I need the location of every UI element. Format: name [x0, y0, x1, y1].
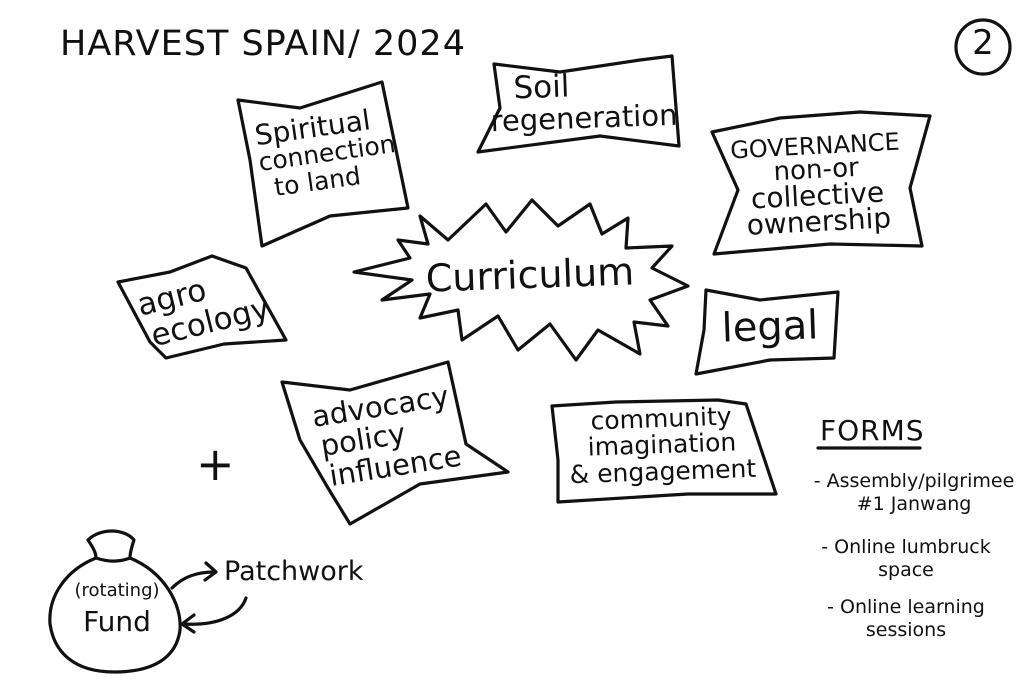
plus-sign: + [196, 437, 235, 491]
community-banner-shape [550, 398, 778, 504]
spiritual-flag-shape [236, 80, 410, 248]
page-title: HARVEST SPAIN/ 2024 [60, 24, 466, 64]
agro-flag-shape [116, 254, 288, 360]
advocacy-flag-shape [280, 360, 510, 526]
topic-governance: GOVERNANCE non-or collective ownership [719, 128, 914, 242]
topic-soil-line-2: regeneration [490, 97, 678, 138]
arrow-head-right [203, 561, 218, 582]
fund-pot-shape [48, 529, 182, 674]
topic-legal: legal [720, 302, 820, 352]
forms-item-2-line-2: space [878, 558, 934, 581]
legal-box-shape [694, 288, 840, 376]
page-number: 2 [972, 23, 994, 63]
forms-item-2-line-1: - Online lumbruck [821, 536, 991, 558]
forms-item-1-line-2: #1 Janwang [856, 492, 972, 515]
forms-item-1: - Assembly/pilgrimee #1 Janwang [808, 470, 1020, 515]
fund-pot-rim [94, 556, 132, 563]
center-curriculum: Curriculum [425, 249, 635, 301]
fund-label: (rotating) Fund [62, 580, 172, 638]
topic-soil: Soil regeneration [489, 67, 678, 138]
topic-community: community imagination & engagement [563, 402, 762, 489]
arrow-head-left [180, 613, 196, 634]
arrow-fund-to-patchwork [170, 570, 216, 590]
page-number-circle [954, 18, 1012, 76]
fund-label-line-1: (rotating) [74, 580, 160, 601]
patchwork-label: Patchwork [224, 556, 364, 587]
forms-item-3-line-1: - Online learning [827, 596, 985, 618]
soil-banner-shape [476, 54, 681, 154]
governance-banner-shape [710, 110, 932, 256]
forms-heading: FORMS [820, 414, 925, 447]
forms-item-3-line-2: sessions [865, 618, 947, 641]
forms-item-1-line-1: - Assembly/pilgrimee [813, 470, 1015, 492]
forms-item-2: - Online lumbruck space [808, 536, 1004, 581]
fund-label-line-2: Fund [83, 604, 151, 638]
forms-item-3: - Online learning sessions [808, 596, 1004, 641]
arrow-patchwork-to-fund [182, 596, 248, 626]
curriculum-starburst-shape [352, 198, 690, 362]
